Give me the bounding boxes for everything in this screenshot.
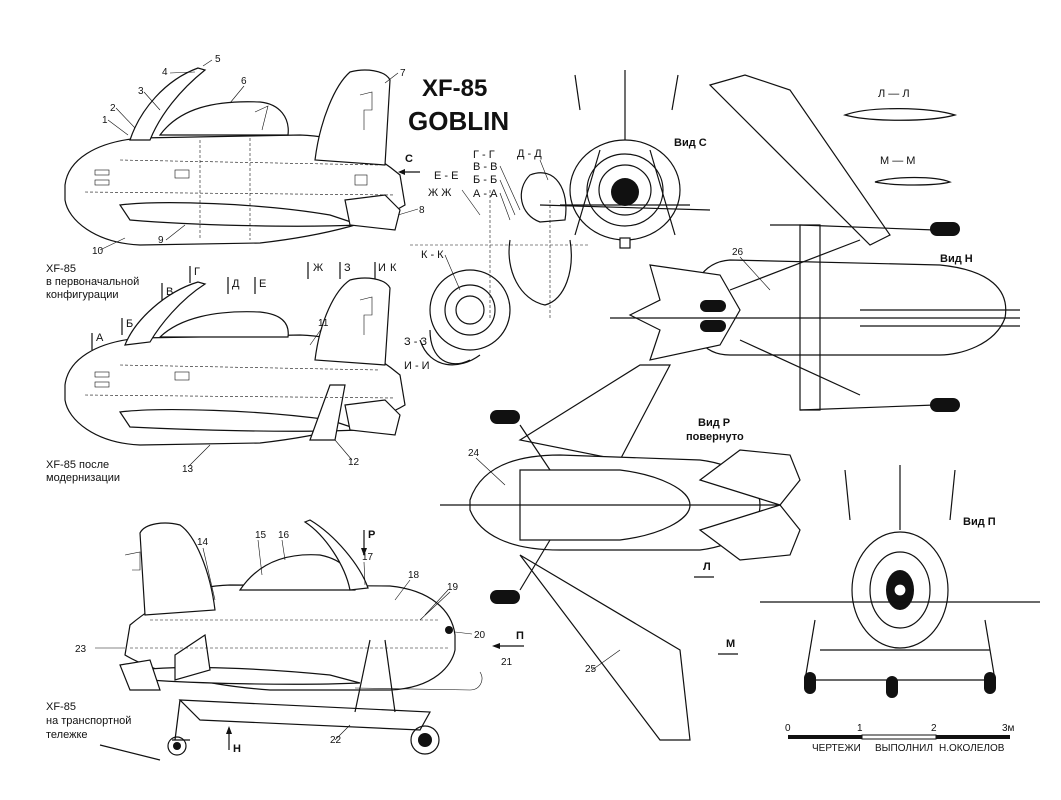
callouts-view-2: 11 12 13 (182, 318, 360, 475)
caption-initial-1: XF-85 (46, 263, 76, 275)
svg-text:17: 17 (362, 552, 374, 563)
svg-text:Б - Б: Б - Б (473, 174, 497, 186)
caption-initial-2: в первоначальной (46, 276, 139, 288)
svg-text:6: 6 (241, 76, 247, 87)
svg-text:8: 8 (419, 205, 425, 216)
side-view-modernized (64, 277, 406, 446)
caption-transport-2: на транспортной (46, 715, 131, 727)
svg-text:З - З: З - З (404, 336, 427, 348)
view-h-bottom: Вид Н 26 (610, 74, 1020, 412)
caption-initial-3: конфигурации (46, 289, 119, 301)
svg-text:Вид П: Вид П (963, 516, 996, 528)
svg-text:В: В (166, 286, 173, 298)
title-line-2: GOBLIN (408, 106, 509, 136)
svg-text:Вид С: Вид С (674, 137, 707, 149)
svg-text:Вид Р: Вид Р (698, 417, 730, 429)
svg-text:22: 22 (330, 735, 342, 746)
view-arrow-pi: П (492, 630, 524, 649)
svg-text:7: 7 (400, 68, 406, 79)
side-view-transport (99, 519, 483, 761)
caption-transport-3: тележке (46, 729, 88, 741)
svg-text:Г - Г: Г - Г (473, 149, 495, 161)
svg-text:1: 1 (102, 115, 108, 126)
svg-text:3м: 3м (1002, 723, 1015, 734)
view-arrow-n: Н (226, 726, 241, 755)
view-pi-front: Вид П (760, 465, 1040, 698)
svg-text:Вид Н: Вид Н (940, 253, 973, 265)
view-p-plan: Вид Р повернуто 24 25 Л М (440, 364, 801, 741)
svg-text:К - К: К - К (421, 249, 444, 261)
svg-text:З: З (344, 262, 351, 274)
svg-text:9: 9 (158, 235, 164, 246)
view-arrow-c: С (398, 153, 420, 175)
svg-text:ВЫПОЛНИЛ: ВЫПОЛНИЛ (875, 743, 933, 754)
scale-bar: 0 1 2 3м ЧЕРТЕЖИ ВЫПОЛНИЛ Н.ОКОЛЕЛОВ (785, 723, 1015, 754)
svg-text:23: 23 (75, 644, 87, 655)
svg-text:12: 12 (348, 457, 360, 468)
svg-text:А: А (96, 332, 104, 344)
svg-text:Н: Н (233, 743, 241, 755)
svg-text:21: 21 (501, 657, 513, 668)
svg-text:Н.ОКОЛЕЛОВ: Н.ОКОЛЕЛОВ (939, 743, 1005, 754)
svg-text:Л: Л (703, 561, 711, 573)
svg-text:Ж Ж: Ж Ж (428, 187, 451, 199)
svg-text:26: 26 (732, 247, 744, 258)
svg-text:Г: Г (194, 266, 200, 278)
cross-sections: Г - Г В - В Б - Б А - А Д - Д Е - Е Ж Ж … (404, 148, 590, 372)
svg-text:В - В: В - В (473, 161, 497, 173)
svg-text:14: 14 (197, 537, 209, 548)
svg-text:И: И (378, 262, 386, 274)
svg-text:Д: Д (232, 278, 240, 290)
svg-text:Е - Е: Е - Е (434, 170, 458, 182)
svg-text:2: 2 (110, 103, 116, 114)
svg-text:18: 18 (408, 570, 420, 581)
caption-modernized-1: XF-85 после (46, 459, 109, 471)
svg-text:2: 2 (931, 723, 937, 734)
svg-text:24: 24 (468, 448, 480, 459)
svg-text:А - А: А - А (473, 188, 498, 200)
svg-text:И - И: И - И (404, 360, 430, 372)
svg-text:Ж: Ж (313, 262, 323, 274)
svg-text:П: П (516, 630, 524, 642)
svg-text:3: 3 (138, 86, 144, 97)
svg-text:13: 13 (182, 464, 194, 475)
caption-transport-1: XF-85 (46, 701, 76, 713)
svg-text:повернуто: повернуто (686, 431, 744, 443)
svg-text:1: 1 (857, 723, 863, 734)
svg-text:ЧЕРТЕЖИ: ЧЕРТЕЖИ (812, 743, 861, 754)
svg-text:25: 25 (585, 664, 597, 675)
callouts-view-3: 14 15 16 17 18 19 20 21 22 23 (75, 530, 513, 746)
title-line-1: XF-85 (422, 75, 487, 102)
svg-text:15: 15 (255, 530, 267, 541)
svg-text:4: 4 (162, 67, 168, 78)
svg-text:Р: Р (368, 529, 375, 541)
svg-text:19: 19 (447, 582, 459, 593)
view-arrow-p: Р (361, 529, 375, 556)
svg-text:11: 11 (318, 318, 329, 329)
svg-text:К: К (390, 262, 397, 274)
airfoil-sections: Л — Л М — М (843, 88, 958, 186)
svg-text:0: 0 (785, 723, 791, 734)
svg-text:5: 5 (215, 54, 221, 65)
section-marks: А Б В Г Д Е Ж З И К (91, 262, 397, 350)
callouts-view-1: 1 2 3 4 5 6 7 8 9 10 (92, 54, 425, 257)
svg-text:16: 16 (278, 530, 290, 541)
view-c-front: Вид С (539, 70, 711, 249)
caption-modernized-2: модернизации (46, 472, 120, 484)
svg-text:Е: Е (259, 278, 266, 290)
svg-text:Л — Л: Л — Л (878, 88, 910, 100)
svg-text:10: 10 (92, 246, 104, 257)
svg-text:М: М (726, 638, 735, 650)
svg-text:20: 20 (474, 630, 486, 641)
side-view-initial (64, 67, 406, 246)
svg-text:Б: Б (126, 318, 133, 330)
svg-text:С: С (405, 153, 413, 165)
svg-text:М — М: М — М (880, 155, 915, 167)
svg-text:Д - Д: Д - Д (517, 148, 542, 160)
